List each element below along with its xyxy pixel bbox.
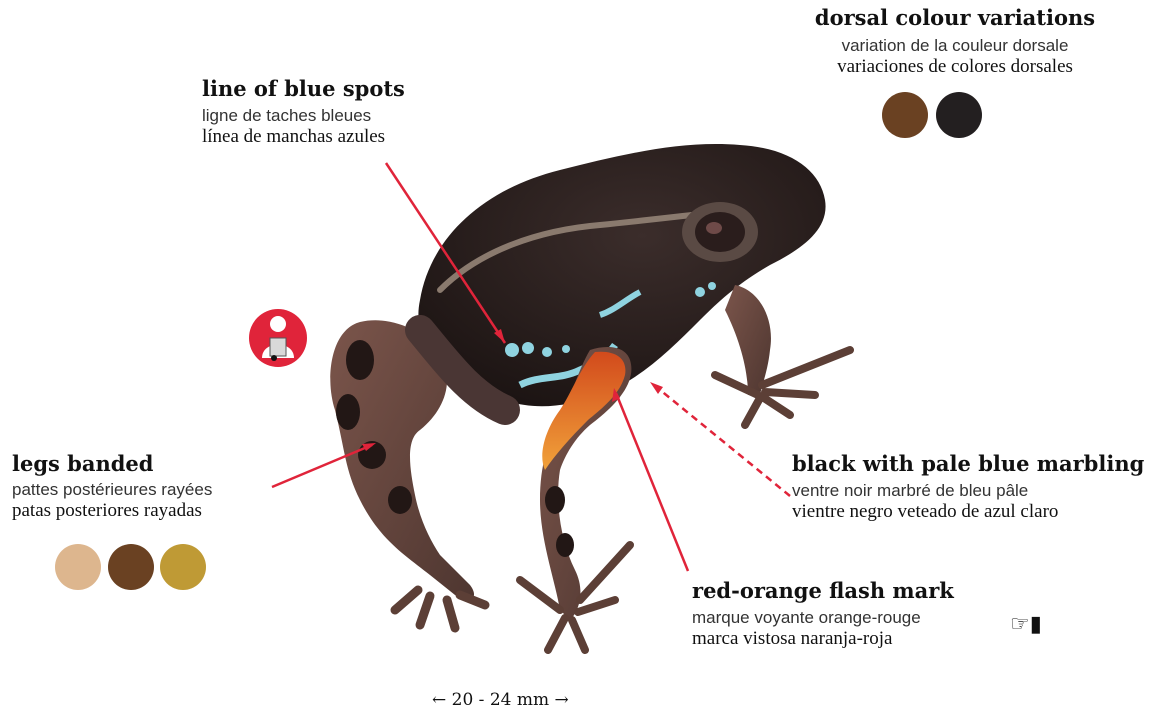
legs-label-es: patas posteriores rayadas xyxy=(12,500,212,522)
frog-eye xyxy=(682,202,758,262)
legs-label: legs banded pattes postérieures rayées p… xyxy=(12,452,212,522)
blue-spots-label: line of blue spots ligne de taches bleue… xyxy=(202,77,405,148)
blue-spots-label-en: line of blue spots xyxy=(202,77,405,101)
size-measure: ← 20 - 24 mm → xyxy=(432,690,569,710)
blue-spots-label-es: línea de manchas azules xyxy=(202,126,405,148)
dorsal-label-es: variaciones de colores dorsales xyxy=(780,56,1130,78)
belly-label: black with pale blue marbling ventre noi… xyxy=(792,452,1144,523)
dorsal-label: dorsal colour variations variation de la… xyxy=(780,6,1130,78)
belly-label-fr: ventre noir marbré de bleu pâle xyxy=(792,481,1144,501)
dorsal-swatch-black xyxy=(936,92,982,138)
flash-label: red-orange flash mark marque voyante ora… xyxy=(692,579,954,650)
dorsal-swatch-brown xyxy=(882,92,928,138)
legs-swatch-brown xyxy=(108,544,154,590)
legs-swatch-gold xyxy=(160,544,206,590)
flash-label-en: red-orange flash mark xyxy=(692,579,954,603)
flash-label-fr: marque voyante orange-rouge xyxy=(692,608,954,628)
blue-spots-label-fr: ligne de taches bleues xyxy=(202,106,405,126)
legs-label-fr: pattes postérieures rayées xyxy=(12,480,212,500)
legs-swatch-tan xyxy=(55,544,101,590)
belly-label-es: vientre negro veteado de azul claro xyxy=(792,501,1144,523)
dorsal-label-fr: variation de la couleur dorsale xyxy=(780,36,1130,56)
flash-label-es: marca vistosa naranja-roja xyxy=(692,628,954,650)
right-leg xyxy=(715,285,850,425)
pointing-hand-icon[interactable]: ☞▮ xyxy=(1010,611,1042,637)
dorsal-label-en: dorsal colour variations xyxy=(780,6,1130,30)
reader-icon[interactable] xyxy=(248,308,308,368)
belly-label-en: black with pale blue marbling xyxy=(792,452,1144,476)
legs-label-en: legs banded xyxy=(12,452,212,476)
